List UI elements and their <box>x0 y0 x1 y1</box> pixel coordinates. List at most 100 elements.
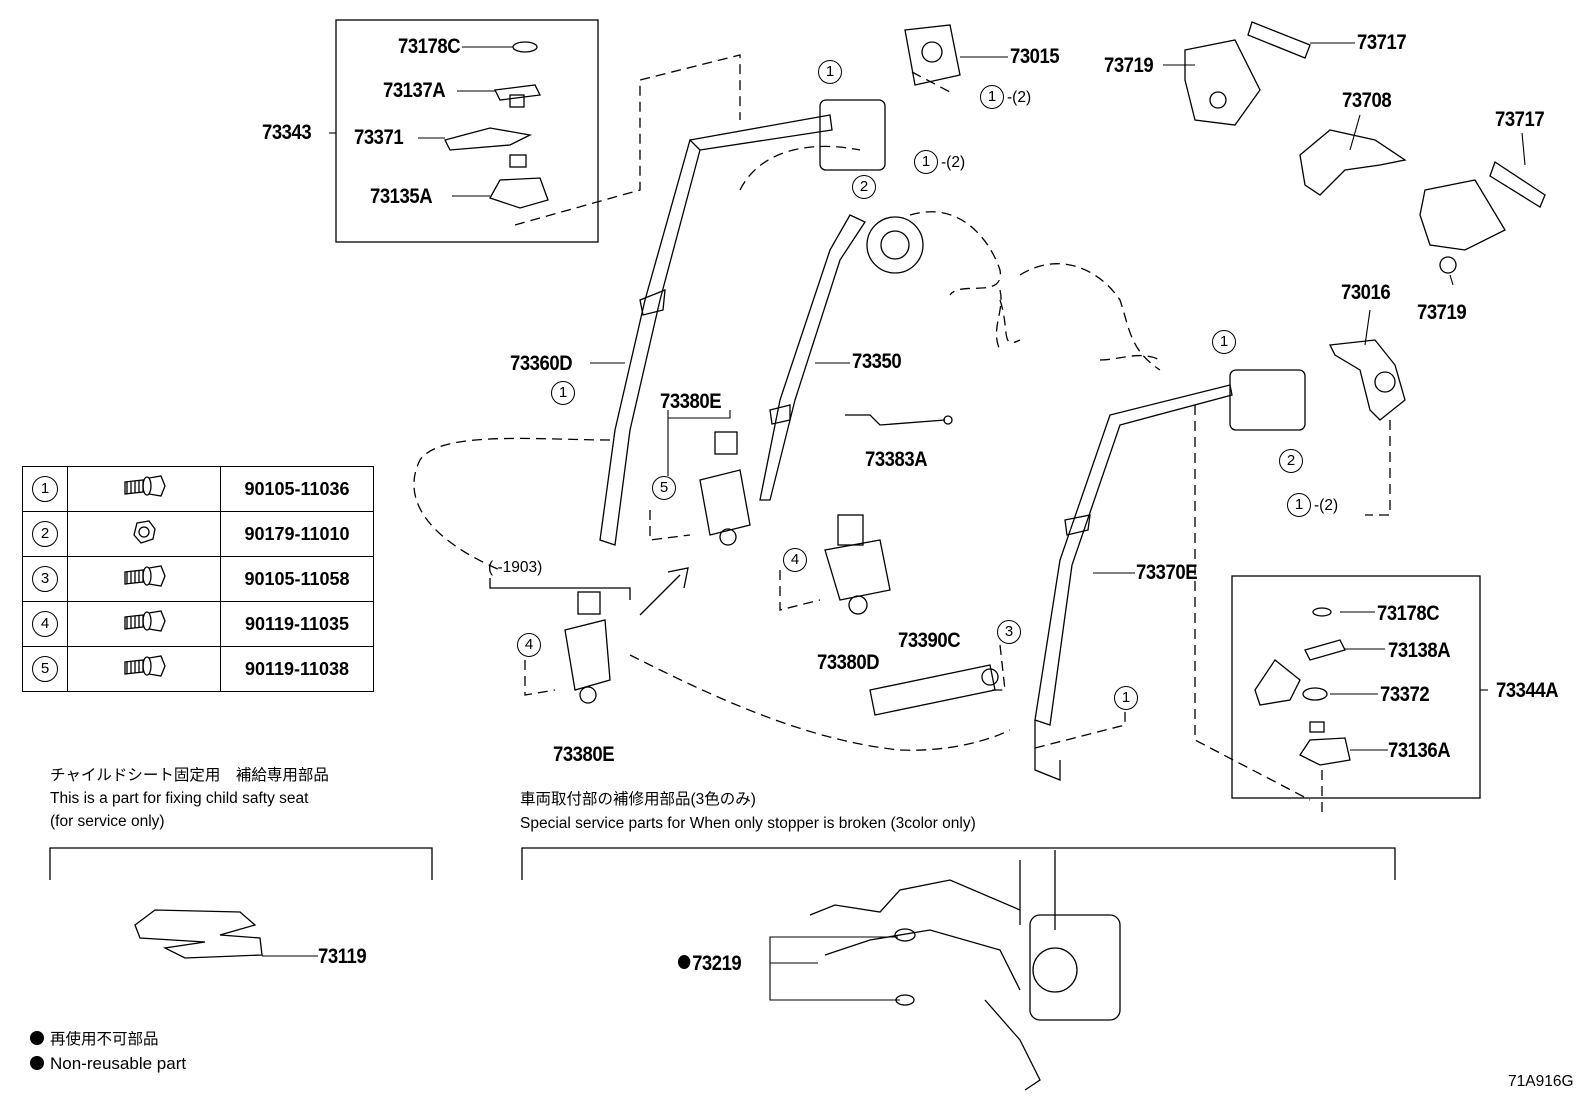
note-bracket-stopper <box>521 847 1396 880</box>
anchor-73390c-illustration <box>869 664 999 716</box>
part-label-73372[interactable]: 73372 <box>1380 683 1430 706</box>
harness-73383a-illustration <box>845 414 953 426</box>
part-label-73137a[interactable]: 73137A <box>383 79 446 102</box>
part-label-73380d[interactable]: 73380D <box>817 651 880 674</box>
part-number-73219: 73219 <box>692 952 742 975</box>
diagram-code: 71A916G <box>1508 1073 1574 1090</box>
legend-en: Non-reusable part <box>30 1055 186 1072</box>
non-reusable-marker-icon <box>30 1031 44 1045</box>
callout-1-sub: 1 <box>980 85 1004 109</box>
part-label-73708[interactable]: 73708 <box>1342 89 1392 112</box>
callout-2: 2 <box>852 175 876 199</box>
part-label-73360d[interactable]: 73360D <box>510 352 573 375</box>
belt-73360d-illustration <box>599 99 886 546</box>
belt-73370e-illustration <box>1034 369 1306 781</box>
note-bracket-child-seat <box>49 847 433 880</box>
part-label-73371[interactable]: 73371 <box>354 126 404 149</box>
part-label-73119[interactable]: 73119 <box>318 945 367 968</box>
flange-bolt-icon <box>124 609 166 632</box>
table-row: 5 90119-11038 <box>22 646 374 692</box>
part-label-73370e[interactable]: 73370E <box>1136 561 1198 584</box>
flange-bolt-icon <box>124 564 166 587</box>
leader-lines <box>262 42 1526 1001</box>
bracket-73015-illustration <box>904 24 961 86</box>
part-label-73717-top[interactable]: 73717 <box>1357 31 1407 54</box>
kit-label-73343[interactable]: 73343 <box>262 121 312 144</box>
buckle-73380d-illustration <box>824 514 891 615</box>
table-part-number[interactable]: 90105-11036 <box>220 466 374 512</box>
part-label-73136a[interactable]: 73136A <box>1388 739 1451 762</box>
callout-sub-2: -(2) <box>1007 89 1032 106</box>
bracket-73708-illustration <box>1299 129 1407 196</box>
part-label-73219[interactable]: 73219 <box>678 952 742 975</box>
legend-jp-text: 再使用不可部品 <box>50 1031 159 1048</box>
stopper-detail-illustration <box>809 850 1121 1091</box>
part-label-73383a[interactable]: 73383A <box>865 448 928 471</box>
serial-range-label: ( -1903) <box>488 559 543 576</box>
part-label-73717-right[interactable]: 73717 <box>1495 108 1545 131</box>
part-label-73178c-right[interactable]: 73178C <box>1377 602 1440 625</box>
callout-1: 1 <box>818 60 842 84</box>
bolt-table: 1 90105-11036 2 90179-11010 3 90105-1105… <box>22 466 374 692</box>
kit-parts-left-illustration <box>444 41 549 209</box>
legend-en-text: Non-reusable part <box>50 1054 187 1073</box>
kit-box-73343 <box>335 19 599 243</box>
callout-3: 3 <box>997 620 1021 644</box>
callout-4: 4 <box>783 548 807 572</box>
table-ref-circle: 3 <box>32 566 58 592</box>
flange-bolt-icon <box>124 474 166 497</box>
part-label-73719-right[interactable]: 73719 <box>1417 301 1467 324</box>
part-label-73015[interactable]: 73015 <box>1010 45 1060 68</box>
table-part-number[interactable]: 90179-11010 <box>220 511 374 557</box>
child-seat-note-en-2: (for service only) <box>50 813 165 830</box>
callout-1-sub: 1 <box>1287 493 1311 517</box>
table-row: 2 90179-11010 <box>22 511 374 557</box>
part-label-73719-top[interactable]: 73719 <box>1104 54 1154 77</box>
stopper-note-jp: 車両取付部の補修用部品(3色のみ) <box>520 791 756 808</box>
kit-label-73344a[interactable]: 73344A <box>1496 679 1559 702</box>
callout-5: 5 <box>652 476 676 500</box>
table-row: 4 90119-11035 <box>22 601 374 647</box>
kit-box-73344a <box>1231 575 1481 799</box>
buckle-73380e-bottom-illustration <box>564 591 611 704</box>
table-ref-circle: 4 <box>32 611 58 637</box>
child-seat-note-jp: チャイルドシート固定用 補給専用部品 <box>50 767 329 784</box>
table-ref-circle: 2 <box>32 521 58 547</box>
table-ref-circle: 1 <box>32 476 58 502</box>
callout-2: 2 <box>1279 449 1303 473</box>
non-reusable-marker-icon <box>678 955 691 969</box>
callout-4: 4 <box>517 633 541 657</box>
part-label-73390c[interactable]: 73390C <box>898 629 961 652</box>
legend-jp: 再使用不可部品 <box>30 1031 159 1048</box>
seat-outline-dashed <box>413 54 1391 815</box>
table-row: 3 90105-11058 <box>22 556 374 602</box>
table-row: 1 90105-11036 <box>22 466 374 512</box>
part-label-73350[interactable]: 73350 <box>852 350 902 373</box>
kit-parts-right-illustration <box>1254 607 1351 766</box>
table-part-number[interactable]: 90119-11038 <box>220 646 374 692</box>
bracket-73719a-illustration <box>1184 39 1261 126</box>
table-part-number[interactable]: 90119-11035 <box>220 601 374 647</box>
callout-1: 1 <box>1212 330 1236 354</box>
part-label-73135a[interactable]: 73135A <box>370 185 433 208</box>
stopper-note-en: Special service parts for When only stop… <box>520 815 976 832</box>
part-label-73380e-top[interactable]: 73380E <box>660 390 722 413</box>
callout-sub-2: -(2) <box>941 154 966 171</box>
part-label-73380e-bottom[interactable]: 73380E <box>553 743 615 766</box>
plate-73119-illustration <box>134 909 263 959</box>
bracket-73717a-illustration <box>1247 21 1311 59</box>
bracket-73717b-illustration <box>1489 161 1546 208</box>
part-label-73178c-left[interactable]: 73178C <box>398 35 461 58</box>
callout-sub-2: -(2) <box>1314 497 1339 514</box>
non-reusable-marker-icon <box>30 1056 44 1070</box>
part-label-73016[interactable]: 73016 <box>1341 281 1391 304</box>
table-part-number[interactable]: 90105-11058 <box>220 556 374 602</box>
callout-1: 1 <box>551 381 575 405</box>
bracket-73016-illustration <box>1329 339 1406 421</box>
bracket-73719b-illustration <box>1419 179 1506 274</box>
flange-nut-icon <box>133 519 156 544</box>
table-ref-circle: 5 <box>32 656 58 682</box>
part-label-73138a[interactable]: 73138A <box>1388 639 1451 662</box>
belt-73350-illustration <box>759 214 924 501</box>
